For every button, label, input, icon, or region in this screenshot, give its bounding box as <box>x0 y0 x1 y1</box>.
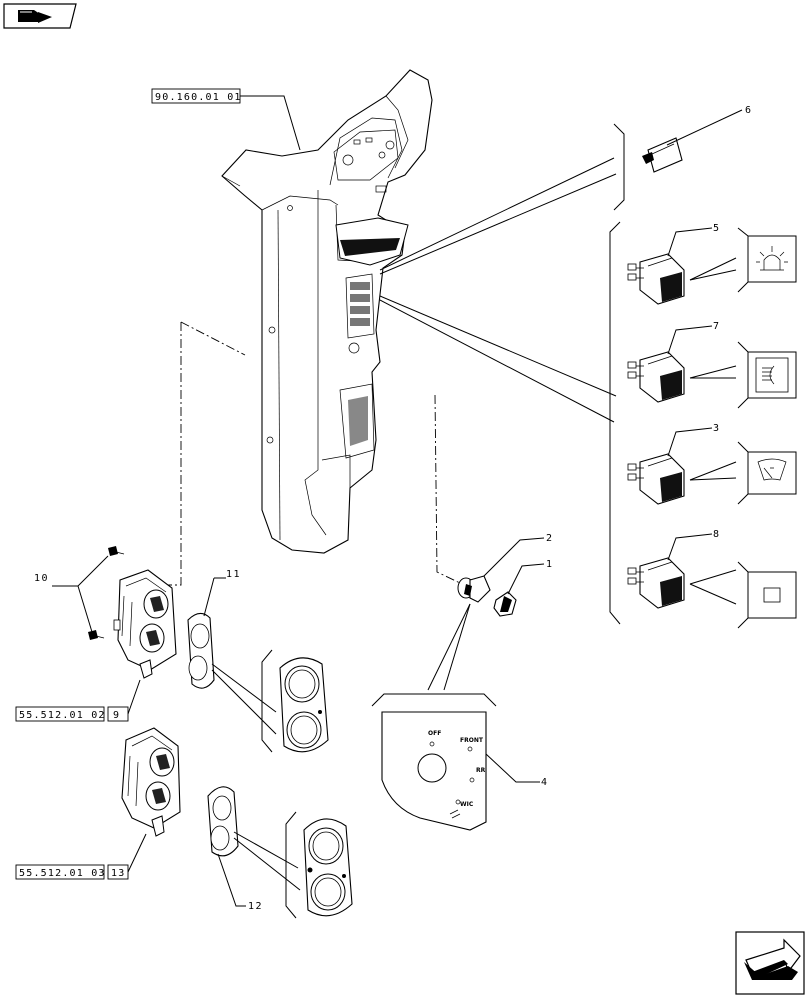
gasket-11[interactable] <box>187 612 215 689</box>
decal-wic: WIC <box>460 801 474 808</box>
callout-3: 3 <box>713 423 721 434</box>
decal-plate-4[interactable]: OFF FRONT RR WIC <box>381 711 487 831</box>
reference-control-b[interactable]: 55.512.01 03 13 <box>15 864 129 880</box>
decal-rear: RR <box>476 767 486 774</box>
decal-off: OFF <box>428 730 441 737</box>
blanking-plug-part[interactable] <box>642 137 683 173</box>
wiper-icon <box>747 451 797 495</box>
reference-control-b-text: 55.512.01 03 <box>19 868 106 879</box>
knob-bezel-11-detail <box>279 657 329 753</box>
rocker-switch-5[interactable] <box>627 253 685 305</box>
blank-icon <box>747 571 797 619</box>
reference-column-text: 90.160.01 01 <box>155 92 242 103</box>
reference-column[interactable]: 90.160.01 01 <box>151 88 242 104</box>
callout-10: 10 <box>34 573 49 584</box>
rocker-switch-7[interactable] <box>627 351 685 403</box>
heater-control-panel-a[interactable] <box>113 569 177 679</box>
rocker-switch-3[interactable] <box>627 453 685 505</box>
callout-4: 4 <box>541 777 549 788</box>
callout-2: 2 <box>546 533 554 544</box>
reference-control-a-item: 9 <box>113 710 120 721</box>
callout-11: 11 <box>226 569 241 580</box>
reference-control-a-text: 55.512.01 02 <box>19 710 106 721</box>
callout-7: 7 <box>713 321 721 332</box>
steering-column-housing <box>221 69 433 554</box>
callout-12: 12 <box>248 901 263 912</box>
callout-8: 8 <box>713 529 721 540</box>
book-arrow-icon[interactable] <box>3 3 77 29</box>
reference-control-b-item: 13 <box>111 868 125 879</box>
decal-front: FRONT <box>460 737 484 744</box>
gasket-12[interactable] <box>207 786 239 857</box>
reference-control-a[interactable]: 55.512.01 02 9 <box>15 706 129 722</box>
screw-10-bottom[interactable] <box>88 630 105 640</box>
key-switch-2[interactable] <box>457 575 491 603</box>
next-page-arrow-icon[interactable] <box>735 931 805 995</box>
rocker-switch-8[interactable] <box>627 557 685 609</box>
heater-control-panel-b[interactable] <box>121 727 181 837</box>
beacon-icon <box>747 235 797 283</box>
screw-10-top[interactable] <box>108 546 125 556</box>
callout-5: 5 <box>713 223 721 234</box>
knob-bezel-12-detail <box>303 818 353 917</box>
callout-1: 1 <box>546 559 554 570</box>
knob-1[interactable] <box>493 591 517 617</box>
callout-6: 6 <box>745 105 753 116</box>
work-light-icon <box>747 351 797 399</box>
